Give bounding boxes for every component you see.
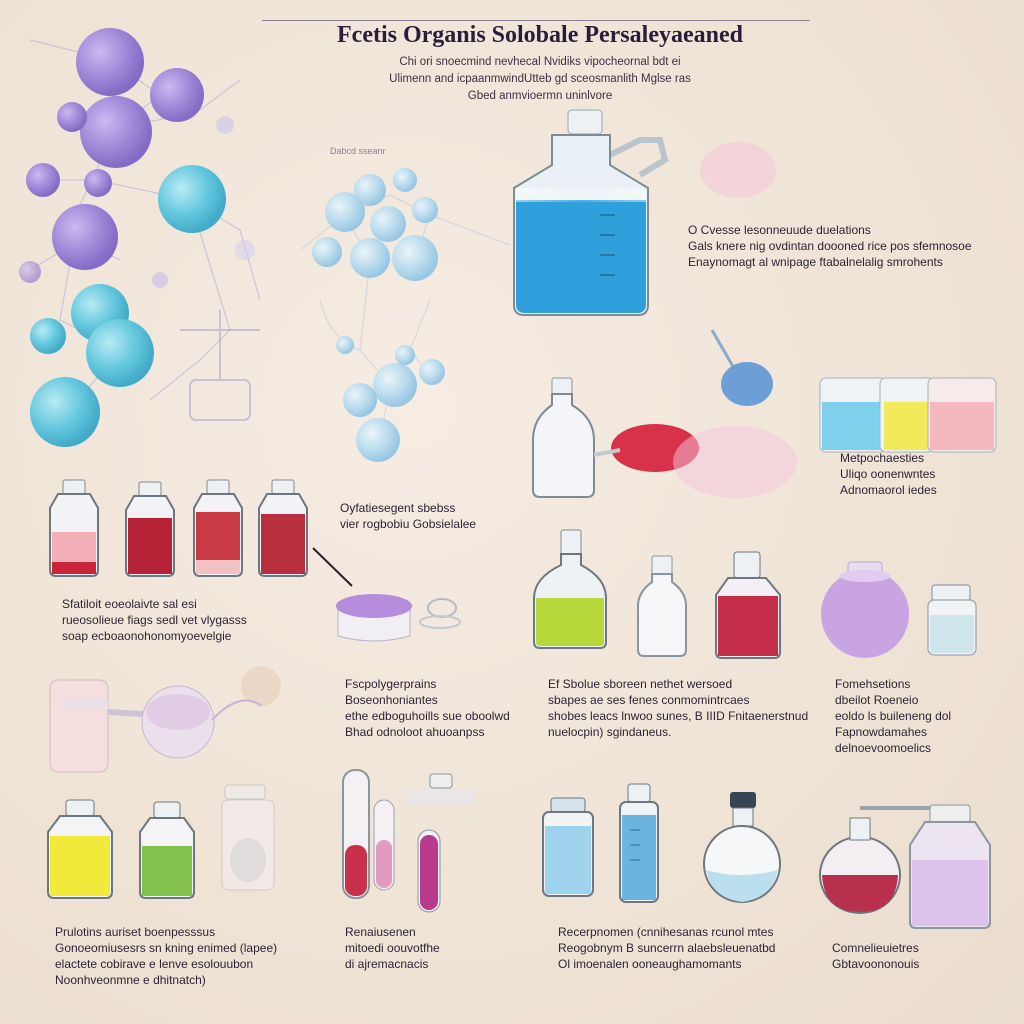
caption-line: Gonoeomiusesrs sn kning enimed (lapee)	[55, 941, 278, 955]
caption-line: Noonhveonmne e dhitnatch)	[55, 973, 206, 987]
caption-line: mitoedi oouvotfhe	[345, 941, 440, 955]
caption-line: di ajremacnacis	[345, 957, 429, 971]
bottle-row-bottom-left-icon	[47, 784, 275, 899]
flask-pair-icon	[819, 804, 991, 929]
light-molecule-cluster-icon	[299, 168, 511, 462]
subtitle-line: Gbed anmvioermn uninlvore	[467, 90, 613, 102]
caption-line: ethe edboguhoills sue oboolwd	[345, 709, 510, 723]
caption-top-right: O Cvesse lesonneuude duelations Gals kne…	[688, 222, 972, 270]
caption-line: Oyfatiesegent sbebss	[340, 501, 456, 515]
caption-line: Reogobnym B suncerrn alaebsleuenatbd	[558, 941, 776, 955]
caption-line: delnoevoomoelics	[835, 741, 932, 755]
caption-line: shobes leacs lnwoo sunes, B IIID Fnitaen…	[548, 709, 809, 723]
caption-line: eoldo ls buileneng dol	[835, 709, 952, 723]
caption-line: elactete cobirave e lenve esolouubon	[55, 957, 254, 971]
caption-mid-right: Metpochaesties Uliqo oonenwntes Adnomaor…	[840, 450, 937, 498]
caption-line: Adnomaorol iedes	[840, 483, 937, 497]
caption-line: Enaynomagt al wnipage ftabalnelalig smro…	[688, 255, 943, 269]
caption-line: Prulotins auriset boenpesssus	[55, 925, 216, 939]
bottle-row-bottom-center-icon	[542, 783, 781, 903]
caption-line: Fscpolygerprains	[345, 677, 437, 691]
clear-bottle-icon	[532, 377, 797, 498]
caption-left-row2: Sfatiloit eoeolaivte sal esi rueosolieue…	[62, 596, 247, 644]
caption-line: Recerpnomen (cnnihesanas rcunol mtes	[558, 925, 774, 939]
caption-line: nuelocpin) sgindaneus.	[548, 725, 672, 739]
subtitle-line: Ulimenn and icpaanmwindUtteb gd sceosman…	[389, 73, 691, 85]
caption-line: Boseonhoniantes	[345, 693, 438, 707]
caption-bottom-center: Renaiusenen mitoedi oouvotfhe di ajremac…	[345, 924, 440, 972]
caption-bottom-right: Comnelieuietres Gbtavoononouis	[832, 940, 919, 972]
caption-line: Gbtavoononouis	[832, 957, 920, 971]
caption-line: Fomehsetions	[835, 677, 911, 691]
caption-line: rueosolieue fiags sedl vet vlygasss	[62, 613, 247, 627]
title-rule	[262, 20, 810, 21]
caption-line: O Cvesse lesonneuude duelations	[688, 223, 871, 237]
caption-line: sbapes ae ses fenes conmomintrcaes	[548, 693, 750, 707]
caption-line: vier rogbobiu Gobsielalee	[340, 517, 477, 531]
caption-line: Ol imoenalen ooneaughamomants	[558, 957, 742, 971]
bottle-row-center-icon	[533, 529, 977, 659]
caption-mid-center: Oyfatiesegent sbebss vier rogbobiu Gobsi…	[340, 500, 476, 532]
molecule-label: Dabcd sseanr	[330, 146, 386, 156]
subtitle-line: Chi ori snoecmind nevhecal Nvidiks vipoc…	[399, 56, 681, 68]
distillation-apparatus-icon	[49, 666, 281, 773]
large-blue-bottle-icon	[513, 109, 669, 316]
caption-bottom-left: Prulotins auriset boenpesssus Gonoeomius…	[55, 924, 277, 988]
caption-right-row3: Fomehsetions dbeilot Roeneio eoldo ls bu…	[835, 676, 951, 756]
petri-dish-icon	[312, 547, 461, 642]
pink-blob-icon	[700, 142, 776, 198]
page-subtitle: Chi ori snoecmind nevhecal Nvidiks vipoc…	[330, 54, 750, 105]
dropper-icon	[710, 329, 773, 406]
jar-row-icon	[819, 377, 997, 453]
caption-line: dbeilot Roeneio	[835, 693, 919, 707]
test-tube-icon	[342, 769, 475, 913]
caption-center-row3: Ef Sbolue sboreen nethet wersoed sbapes …	[548, 676, 808, 740]
caption-line: Gals knere nig ovdintan doooned rice pos…	[688, 239, 972, 253]
caption-line: Uliqo oonenwntes	[840, 467, 936, 481]
caption-left-row3: Fscpolygerprains Boseonhoniantes ethe ed…	[345, 676, 510, 740]
caption-line: Ef Sbolue sboreen nethet wersoed	[548, 677, 733, 691]
caption-line: Fapnowdamahes	[835, 725, 928, 739]
bottle-row-left-icon	[49, 479, 308, 577]
caption-line: soap ecboaonohonomyoevelgie	[62, 629, 232, 643]
caption-line: Bhad odnoloot ahuoanpss	[345, 725, 485, 739]
caption-line: Comnelieuietres	[832, 941, 919, 955]
caption-line: Sfatiloit eoeolaivte sal esi	[62, 597, 197, 611]
page-title: Fcetis Organis Solobale Persaleyaeaned	[337, 22, 743, 48]
caption-bottom-right-center: Recerpnomen (cnnihesanas rcunol mtes Reo…	[558, 924, 775, 972]
molecule-cluster-icon	[19, 28, 261, 447]
caption-line: Metpochaesties	[840, 451, 925, 465]
caption-line: Renaiusenen	[345, 925, 416, 939]
